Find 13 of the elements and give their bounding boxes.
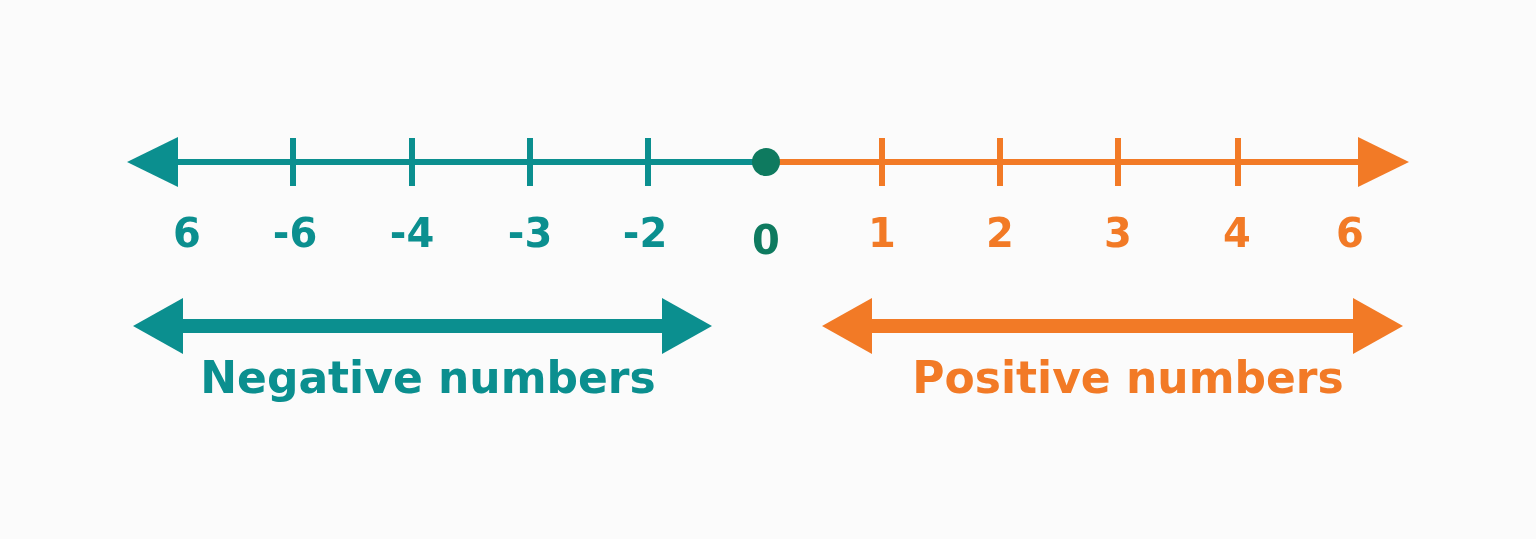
tick-label: 2: [986, 213, 1014, 253]
tick-label: -4: [389, 213, 435, 253]
tick-label: -2: [622, 213, 668, 253]
tick-label: 0: [752, 220, 780, 260]
tick-label: -3: [507, 213, 553, 253]
tick-label: 3: [1104, 213, 1132, 253]
range-label: Negative numbers: [200, 356, 656, 400]
tick-label: 6: [173, 213, 201, 253]
tick-label: 1: [868, 213, 896, 253]
tick-label: 6: [1336, 213, 1364, 253]
range-label: Positive numbers: [912, 356, 1344, 400]
tick-label: 4: [1223, 213, 1251, 253]
tick-label: -6: [272, 213, 318, 253]
